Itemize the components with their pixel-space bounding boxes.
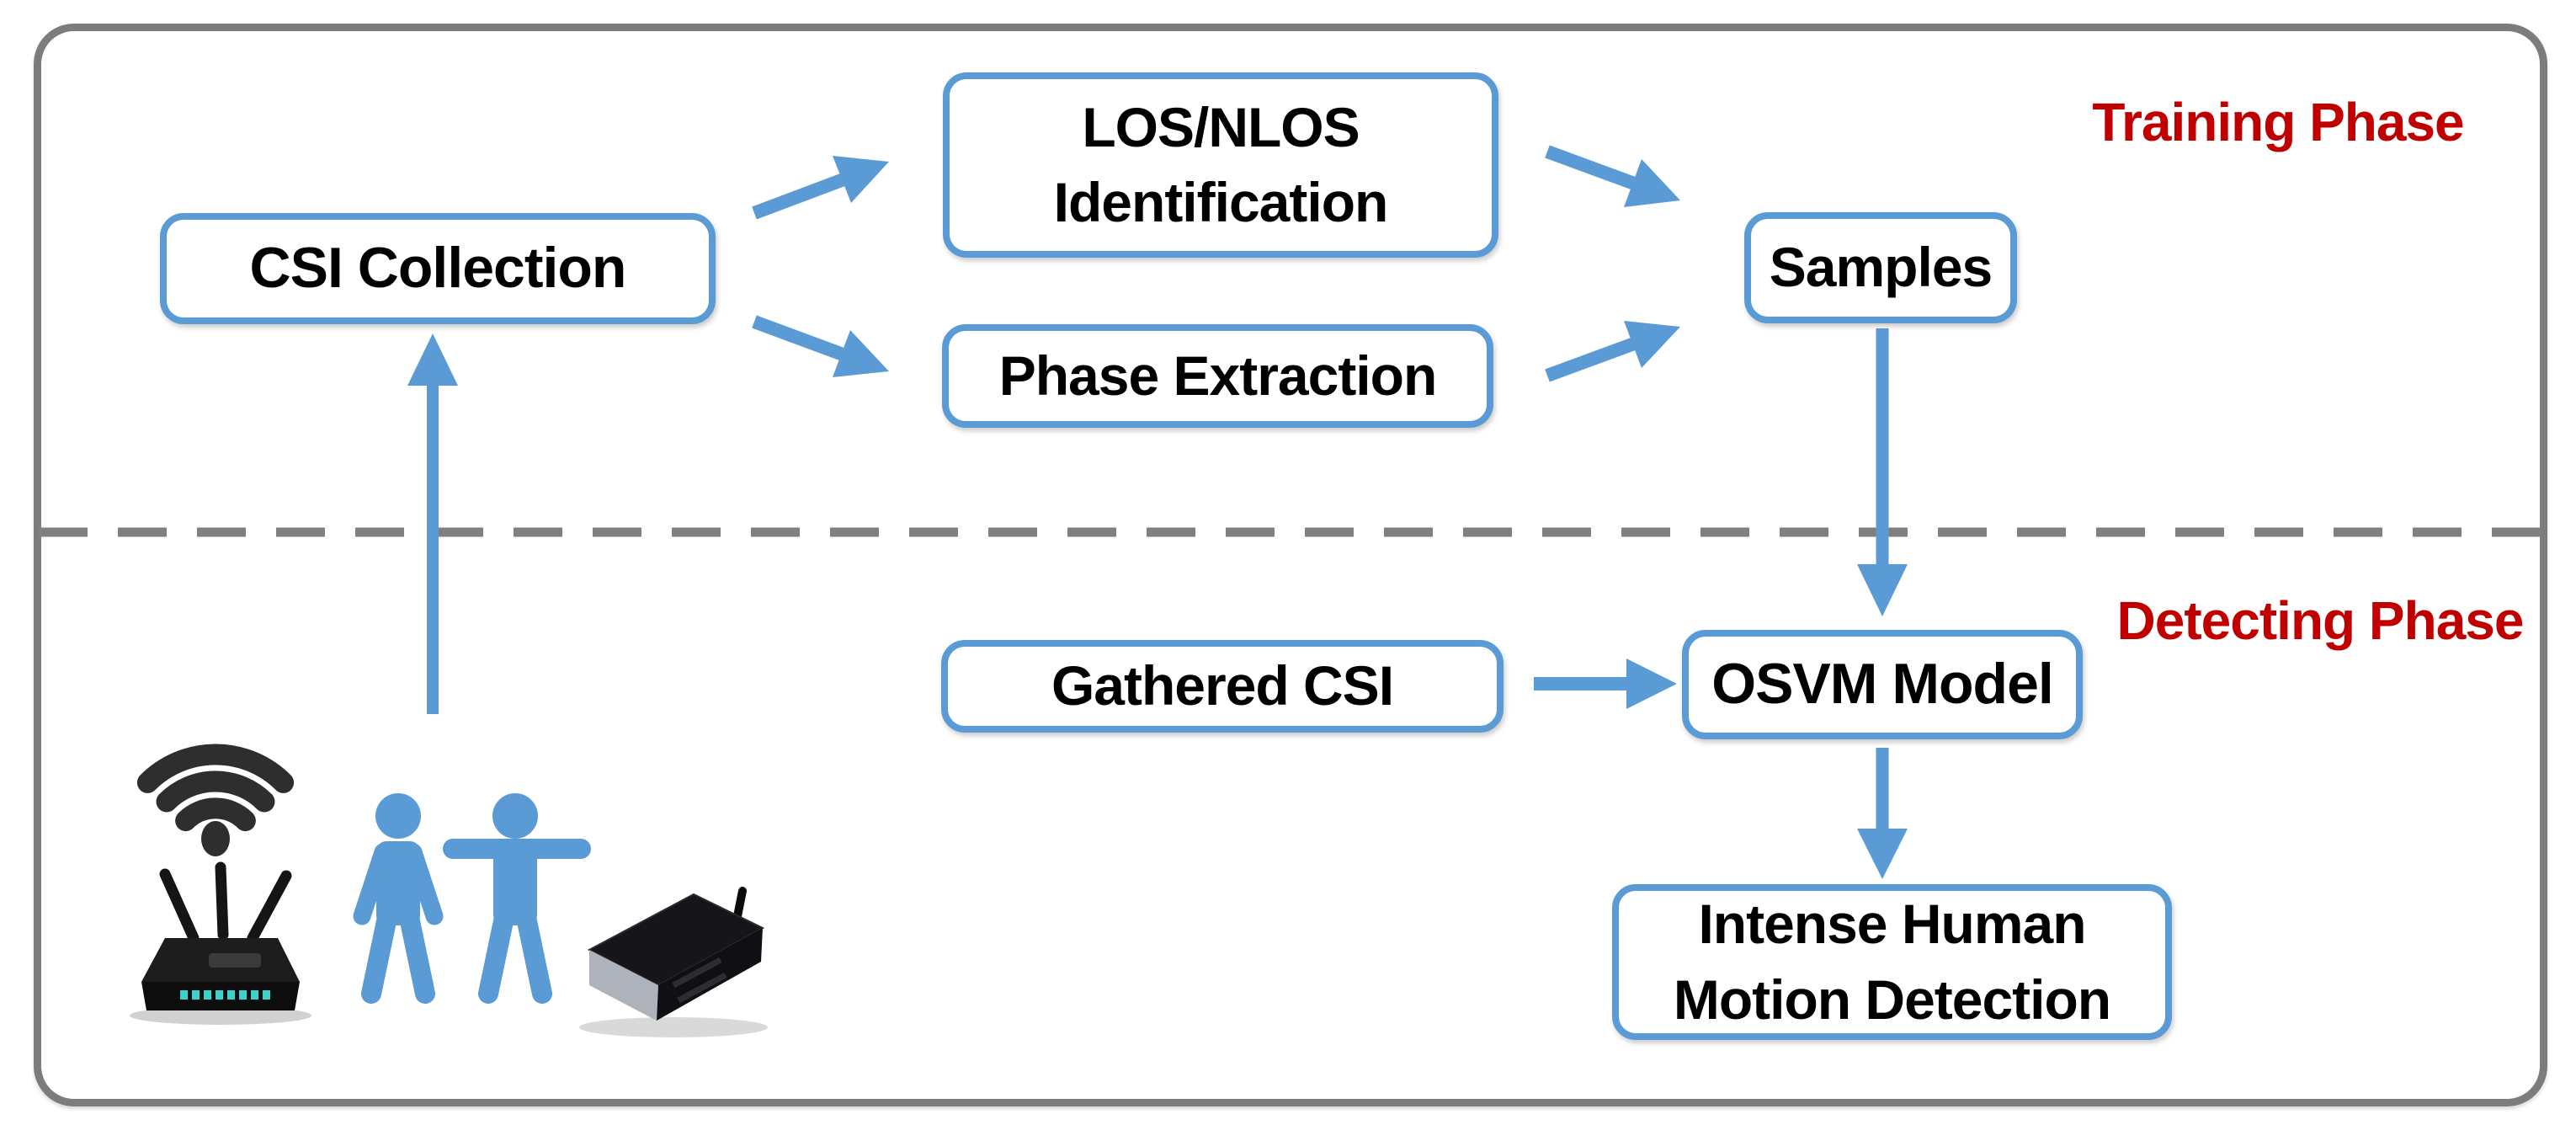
outer-frame <box>34 24 2547 1106</box>
arrow-csi-to-phase-extraction <box>752 315 889 377</box>
box-samples-label: Samples <box>1769 236 1993 299</box>
receiver-icon <box>579 887 768 1037</box>
box-phase-extraction: Phase Extraction <box>942 324 1493 428</box>
box-intense-line1: Intense Human <box>1698 893 2086 956</box>
people-icon <box>353 793 591 1004</box>
arrow-samples-to-osvm <box>1857 328 1908 616</box>
router-led-strip <box>180 990 270 1000</box>
arrow-csi-to-losnlos <box>752 156 889 220</box>
box-gathered-csi-label: Gathered CSI <box>1051 654 1394 717</box>
box-los-nlos-identification: LOS/NLOS Identification <box>943 72 1498 258</box>
box-samples: Samples <box>1744 212 2017 323</box>
receiver-front-panel <box>589 950 658 1021</box>
box-osvm-model: OSVM Model <box>1682 630 2083 739</box>
box-osvm-model-label: OSVM Model <box>1711 652 2054 717</box>
wifi-icon <box>136 744 295 856</box>
arrow-gathered-to-osvm <box>1534 658 1677 709</box>
box-intense-motion-detection: Intense Human Motion Detection <box>1612 884 2172 1040</box>
box-los-nlos-line1: LOS/NLOS <box>1082 95 1360 158</box>
person-arms-out <box>443 793 591 1004</box>
box-csi-collection: CSI Collection <box>160 213 716 324</box>
training-phase-label: Training Phase <box>2092 92 2464 152</box>
box-csi-collection-label: CSI Collection <box>249 236 627 301</box>
box-phase-extraction-label: Phase Extraction <box>998 344 1438 407</box>
router-logo <box>209 953 261 968</box>
box-intense-line2: Motion Detection <box>1673 968 2111 1031</box>
detecting-phase-label: Detecting Phase <box>2116 590 2525 651</box>
router-antenna-middle <box>215 861 229 941</box>
router-antenna-right <box>247 870 292 944</box>
person-standing <box>353 793 444 1004</box>
arrow-scene-to-csi <box>407 333 458 714</box>
router-antenna-left <box>159 868 200 944</box>
arrow-losnlos-to-samples <box>1545 145 1680 207</box>
box-los-nlos-line2: Identification <box>1053 171 1389 233</box>
arrow-phase-extraction-to-samples <box>1545 321 1680 382</box>
box-gathered-csi: Gathered CSI <box>941 640 1504 733</box>
router-icon <box>130 861 311 1025</box>
arrow-osvm-to-detection <box>1857 748 1908 879</box>
